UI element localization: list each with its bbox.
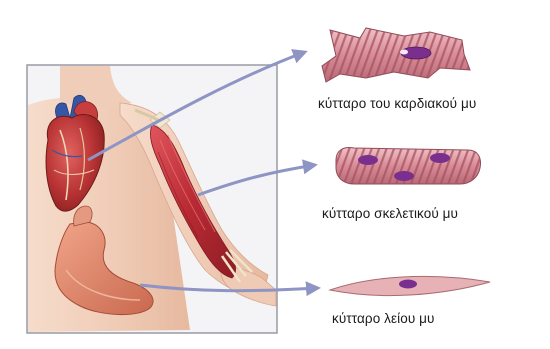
smooth-muscle-cell <box>330 276 490 295</box>
smooth-cell-label: κύτταρο λείου μυ <box>332 311 435 326</box>
skeletal-muscle-cell <box>336 148 481 185</box>
cardiac-cell-label: κύτταρο του καρδιακού μυ <box>318 96 476 111</box>
skeletal-nucleus <box>394 171 414 181</box>
skeletal-nucleus <box>430 153 450 163</box>
cardiac-muscle-cell <box>322 28 470 82</box>
skeletal-cell-label: κύτταρο σκελετικού μυ <box>322 206 458 221</box>
skeletal-nucleus <box>358 155 378 165</box>
smooth-nucleus <box>399 280 417 289</box>
